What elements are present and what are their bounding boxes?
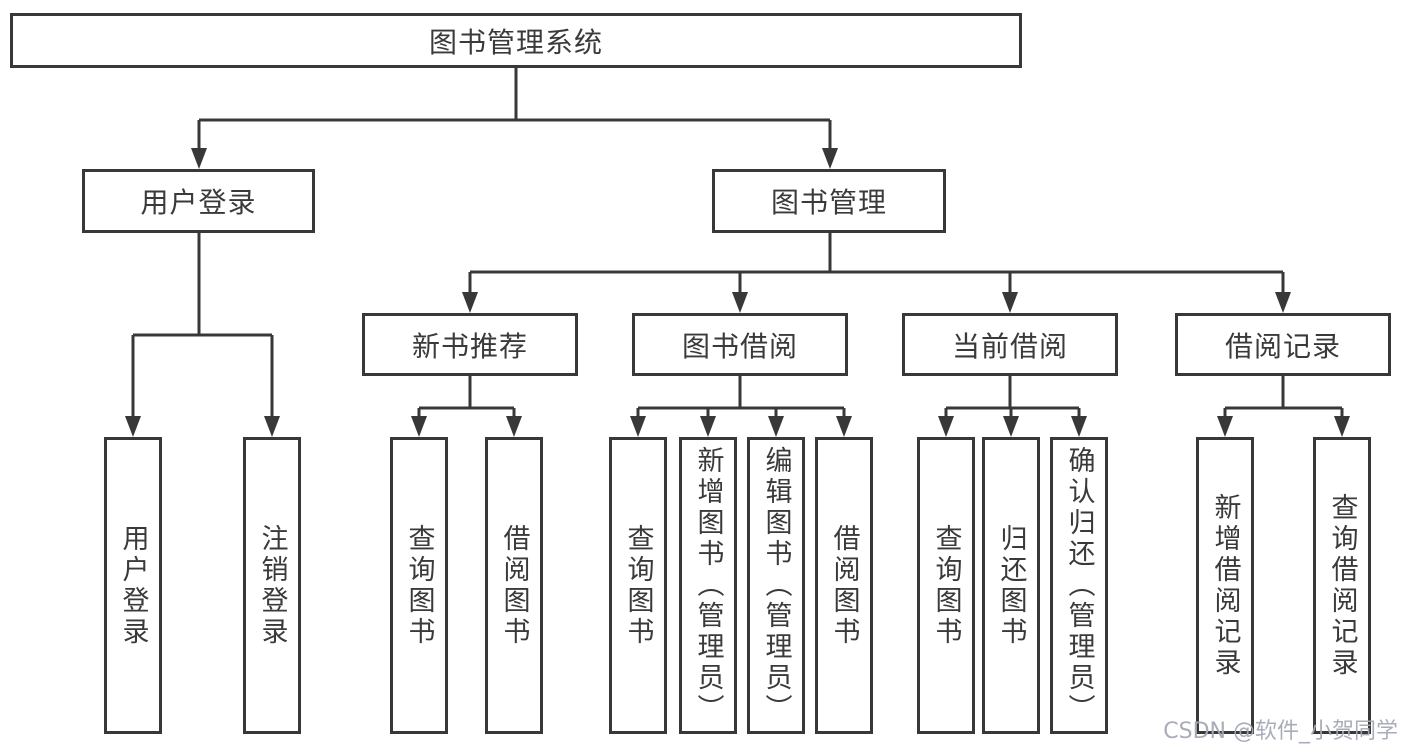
connector-borrow-branch (630, 376, 852, 437)
arrowhead-icon (1003, 416, 1019, 437)
csdn-watermark: CSDN @软件_小贺同学 (1163, 719, 1398, 744)
arrowhead-icon (732, 292, 748, 313)
arrowhead-icon (822, 148, 838, 169)
node-book-borrow: 图书借阅 (632, 313, 848, 376)
arrowhead-icon (506, 416, 522, 437)
leaf-return-books: 归还图书 (982, 437, 1040, 734)
connector-records-branch (1217, 376, 1350, 437)
node-book-management: 图书管理 (712, 169, 946, 233)
leaf-add-borrow-record: 新增借阅记录 (1196, 437, 1254, 734)
arrowhead-icon (1275, 292, 1291, 313)
arrowhead-icon (1002, 292, 1018, 313)
arrowhead-icon (836, 416, 852, 437)
arrowhead-icon (264, 416, 280, 437)
leaf-borrow-books: 借阅图书 (815, 437, 873, 734)
connector-user-branch (125, 233, 280, 437)
leaf-logout: 注销登录 (243, 437, 301, 734)
leaf-add-books-admin: 新增图书（管理员） (679, 437, 737, 734)
connector-root-to-level2 (191, 67, 838, 169)
arrowhead-icon (191, 148, 207, 169)
arrowhead-icon (630, 416, 646, 437)
arrowhead-icon (462, 292, 478, 313)
arrowhead-icon (700, 416, 716, 437)
leaf-query-books-recommend: 查询图书 (390, 437, 448, 734)
leaf-query-books-current: 查询图书 (917, 437, 975, 734)
node-user-login: 用户登录 (82, 169, 315, 233)
leaf-user-login: 用户登录 (104, 437, 162, 734)
arrowhead-icon (1334, 416, 1350, 437)
node-borrow-records: 借阅记录 (1175, 313, 1391, 376)
node-new-book-recommend: 新书推荐 (362, 313, 578, 376)
node-current-borrow: 当前借阅 (902, 313, 1118, 376)
arrowhead-icon (125, 416, 141, 437)
connector-recommend-branch (411, 376, 522, 437)
leaf-borrow-books-recommend: 借阅图书 (485, 437, 543, 734)
leaf-query-books-borrow: 查询图书 (609, 437, 667, 734)
node-root-library-system: 图书管理系统 (10, 13, 1022, 68)
leaf-query-borrow-record: 查询借阅记录 (1313, 437, 1371, 734)
arrowhead-icon (1217, 416, 1233, 437)
arrowhead-icon (411, 416, 427, 437)
arrowhead-icon (1071, 416, 1087, 437)
arrowhead-icon (768, 416, 784, 437)
arrowhead-icon (938, 416, 954, 437)
leaf-confirm-return-admin: 确认归还（管理员） (1050, 437, 1108, 734)
connector-mgmt-to-level3 (462, 233, 1291, 313)
connector-current-branch (938, 376, 1087, 437)
leaf-edit-books-admin: 编辑图书（管理员） (747, 437, 805, 734)
